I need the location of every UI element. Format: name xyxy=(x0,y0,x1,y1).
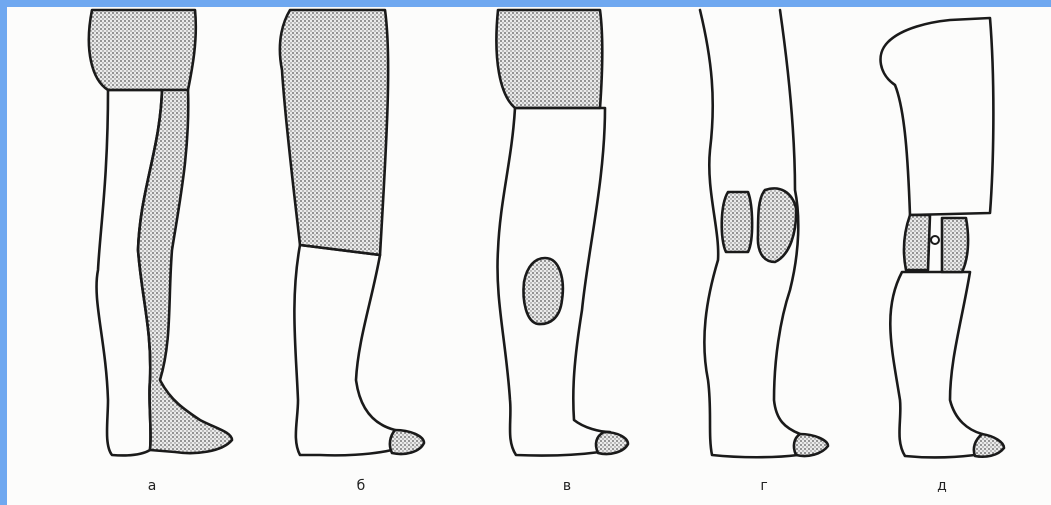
shin-shell-d xyxy=(890,272,982,457)
figure-label-v: в xyxy=(547,478,587,494)
figure-label-g: г xyxy=(744,478,784,494)
figure-label-b: б xyxy=(341,478,381,494)
hinge-pivot-d xyxy=(931,236,939,244)
hinge-left-d xyxy=(904,215,930,270)
toe-cast-b xyxy=(390,430,424,454)
knee-pad-right-g xyxy=(758,188,796,262)
thigh-shell-d xyxy=(881,18,994,215)
toe-cast-v xyxy=(596,432,628,454)
leg-figure-d xyxy=(881,18,1004,457)
posterior-splint-a xyxy=(138,90,232,453)
figure-label-d: д xyxy=(922,478,962,494)
hinge-right-d xyxy=(942,218,968,272)
thigh-cast-a xyxy=(89,10,196,90)
knee-window-v xyxy=(524,258,563,324)
leg-figure-g xyxy=(700,10,828,457)
toe-cast-d xyxy=(974,434,1004,457)
figure-label-a: а xyxy=(132,478,172,494)
leg-figure-a xyxy=(89,10,232,455)
leg-figure-b xyxy=(280,10,424,455)
thigh-cast-b xyxy=(280,10,388,255)
leg-figure-v xyxy=(496,10,628,456)
leg-outline-b xyxy=(294,245,395,455)
hip-cast-v xyxy=(496,10,602,108)
toe-cast-g xyxy=(794,434,828,456)
knee-pad-left-g xyxy=(722,192,752,252)
